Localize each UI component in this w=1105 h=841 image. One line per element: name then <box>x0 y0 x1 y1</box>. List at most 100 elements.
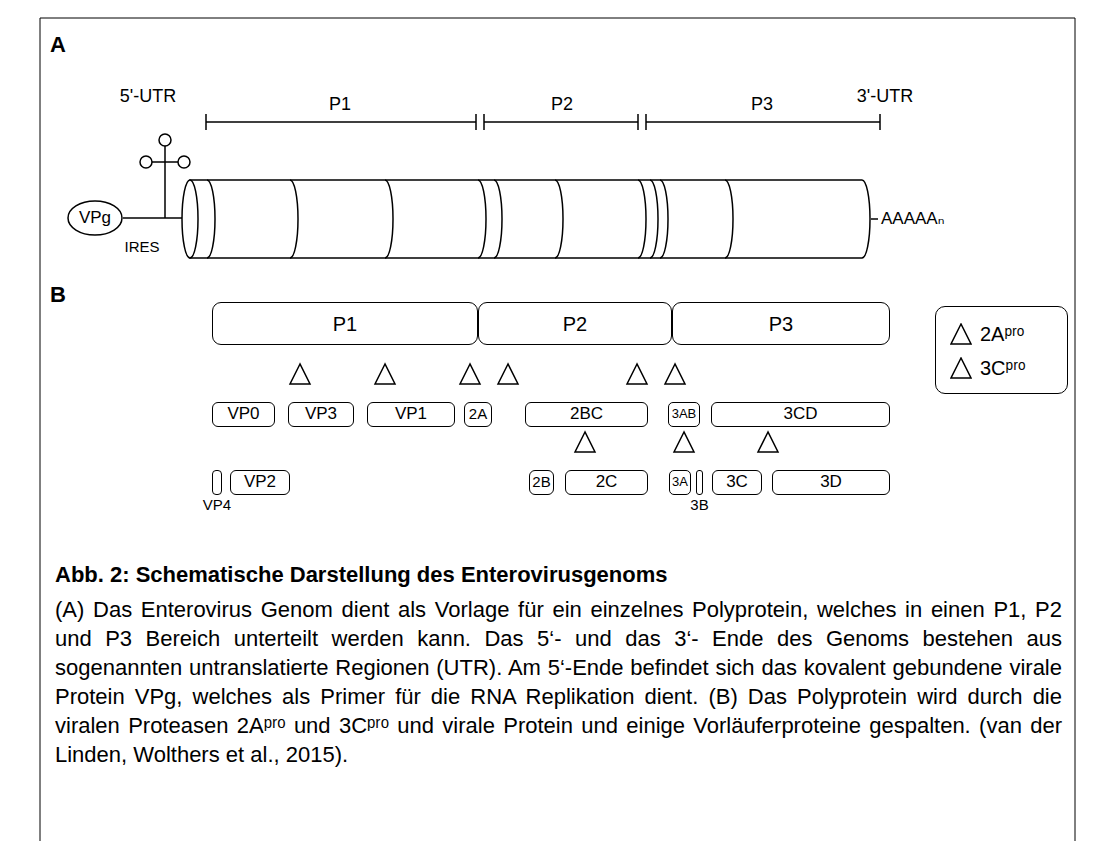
polyprotein-region: P2 <box>478 302 672 345</box>
node-text-group: P1 <box>333 313 357 335</box>
node-label: 2BC <box>570 405 603 424</box>
node-label: 3D <box>820 473 842 492</box>
gene-boundary <box>290 180 298 258</box>
gene-boundary <box>385 180 393 258</box>
node-text-group: VP4 <box>203 497 231 514</box>
cleavage-triangle <box>758 432 778 452</box>
protein-box: VP1 <box>367 402 455 427</box>
gene-boundary <box>650 180 658 258</box>
frame-line <box>40 18 1075 841</box>
cleavage-triangle <box>627 364 647 384</box>
node-text-group: VP0 <box>227 405 259 424</box>
panel-letter: A <box>50 32 66 57</box>
region-bracket <box>206 114 476 130</box>
caption-text: (A) Das Enterovirus Genom dient als Vorl… <box>55 595 1062 769</box>
node-text-group: VP3 <box>305 405 337 424</box>
ires-stem <box>152 146 178 218</box>
protein-box: VP2 <box>230 470 290 495</box>
cleavage-triangle <box>575 432 595 452</box>
protein-box: 3AB <box>668 402 700 427</box>
region-bracket <box>646 114 880 130</box>
protein-box: 3CD <box>711 402 890 427</box>
node-text-group: 3A <box>672 475 688 489</box>
cleavage-triangle <box>665 364 685 384</box>
legend-text: 2Aᵖʳᵒ <box>980 323 1024 346</box>
node-label: 3AB <box>672 407 697 421</box>
caption-title: Abb. 2: Schematische Darstellung des Ent… <box>55 560 1062 589</box>
gene-boundary <box>638 180 646 258</box>
region-label: 5'-UTR <box>120 86 176 107</box>
node-text-group: 3C <box>726 473 748 492</box>
node-label: 3B <box>690 497 708 514</box>
protein-box: 3A <box>669 470 692 495</box>
gene-boundary <box>725 180 733 258</box>
ires-structure <box>123 134 190 218</box>
polyprotein-region: P3 <box>672 302 890 345</box>
node-label: VP4 <box>203 497 231 514</box>
node-text-group: 2A <box>469 406 487 423</box>
region-brackets <box>206 114 880 130</box>
protein-box: 2B <box>529 470 554 495</box>
node-label: P2 <box>563 313 587 335</box>
node-label: VPg <box>79 209 111 228</box>
node-label: 3C <box>726 473 748 492</box>
legend-entry: 2Aᵖʳᵒ <box>950 317 1057 351</box>
cylinder-end <box>182 180 198 258</box>
node-label: 2C <box>596 473 618 492</box>
gene-boundary <box>555 180 563 258</box>
protein-box: 2A <box>464 402 492 427</box>
protein-box: VP4 <box>212 470 222 495</box>
figure-caption: Abb. 2: Schematische Darstellung des Ent… <box>55 560 1062 769</box>
polya-label: AAAAAₙ <box>881 209 944 229</box>
node-text-group: 2C <box>596 473 618 492</box>
ires-loop <box>159 134 171 146</box>
node-label: VP2 <box>244 473 276 492</box>
node-label: VP1 <box>395 405 427 424</box>
genome-cylinder <box>182 180 878 258</box>
region-label: P1 <box>329 94 351 115</box>
node-text-group: VPg <box>79 209 111 228</box>
ires-loop <box>140 156 152 168</box>
gene-boundaries <box>207 180 733 258</box>
gene-boundary <box>207 180 215 258</box>
region-bracket <box>484 114 638 130</box>
legend-swatch <box>951 358 971 378</box>
polya-tail <box>871 218 878 220</box>
legend-box: 2Aᵖʳᵒ3Cᵖʳᵒ <box>935 306 1068 394</box>
node-label: P3 <box>769 313 793 335</box>
panel-letter: B <box>50 282 66 307</box>
ires-loop <box>178 156 190 168</box>
protein-box: 2C <box>565 470 648 495</box>
cleavage-triangle <box>498 364 518 384</box>
cleavage-sites <box>290 364 778 452</box>
node-label: P1 <box>333 313 357 335</box>
node-text-group: 3B <box>690 497 708 514</box>
protein-box: 2BC <box>525 402 648 427</box>
structure-label: IRES <box>124 238 159 255</box>
node-text-group: 3CD <box>783 405 817 424</box>
gene-boundary <box>494 180 502 258</box>
cleavage-triangle <box>674 432 694 452</box>
cleavage-triangle <box>375 364 395 384</box>
node-label: VP0 <box>227 405 259 424</box>
legend-swatch <box>950 323 972 345</box>
cleavage-triangle <box>290 364 310 384</box>
protein-box: 3B <box>696 470 703 495</box>
gene-boundary <box>478 180 486 258</box>
node-label: VP3 <box>305 405 337 424</box>
cylinder-body <box>190 180 870 258</box>
legend-swatch <box>950 357 972 379</box>
region-label: P2 <box>551 94 573 115</box>
region-label: 3'-UTR <box>857 86 913 107</box>
gene-boundary <box>660 180 668 258</box>
node-text-group: P3 <box>769 313 793 335</box>
frame <box>40 18 1075 841</box>
protein-box: VP0 <box>212 402 275 427</box>
node-text-group: 3AB <box>672 407 697 421</box>
protein-box: 3D <box>772 470 890 495</box>
protein-box: VP3 <box>288 402 354 427</box>
node-text-group: VP2 <box>244 473 276 492</box>
vpg-link-line <box>123 217 182 219</box>
node-text-group: 2BC <box>570 405 603 424</box>
